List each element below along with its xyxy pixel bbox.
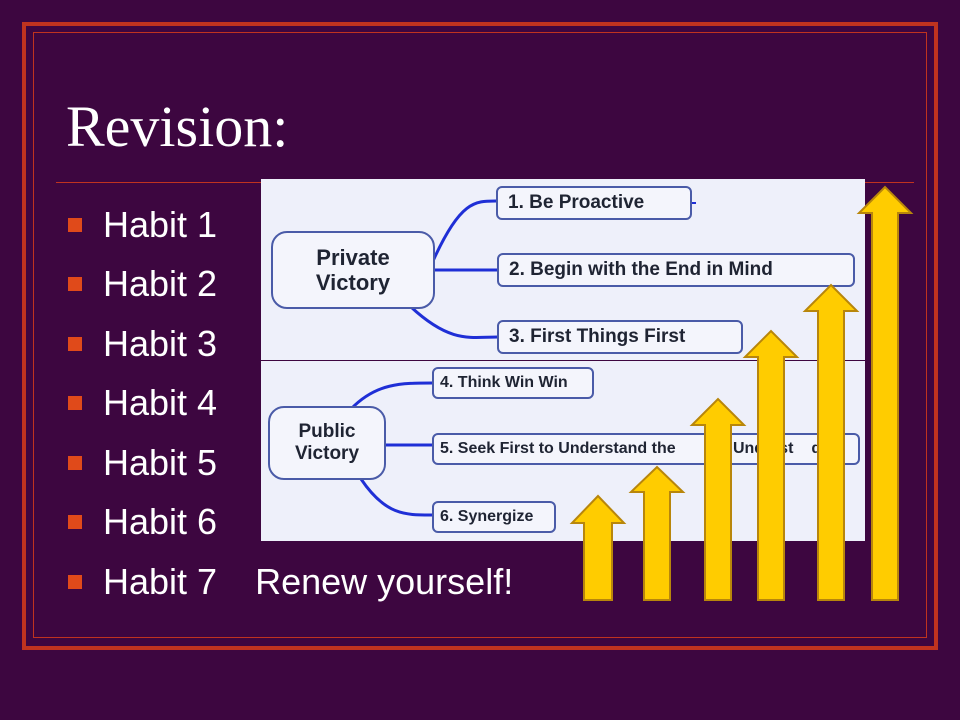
arrow-up-icon	[802, 283, 860, 601]
bullet-square-icon	[68, 515, 82, 530]
branch-be-proactive: 1. Be Proactive	[496, 186, 692, 220]
habit-label: Habit 2	[103, 263, 218, 305]
arrow-up-icon	[569, 494, 627, 601]
bullet-square-icon	[68, 336, 82, 351]
habit-label: Habit 6	[103, 501, 218, 543]
bullet-square-icon	[68, 574, 82, 589]
renew-yourself-text: Renew yourself!	[255, 560, 514, 602]
habit-label: Habit 7	[103, 560, 218, 602]
arrow-up-icon	[628, 465, 686, 601]
private-victory-node: Private Victory	[271, 231, 435, 309]
branch-think-win-win: 4. Think Win Win	[432, 367, 594, 399]
habit-item: Habit 4	[68, 374, 513, 434]
seek-first-text: 5. Seek First to Understand the	[440, 440, 676, 457]
private-connectors	[409, 199, 696, 340]
bullet-square-icon	[68, 455, 82, 470]
slide-title: Revision:	[66, 94, 289, 159]
habit-label: Habit 1	[103, 203, 218, 245]
branch-seek-first: 5. Seek First to Understand the e Unders…	[432, 433, 860, 465]
bullet-square-icon	[68, 217, 82, 232]
branch-begin-with-end: 2. Begin with the End in Mind	[497, 253, 855, 287]
habit-label: Habit 3	[103, 322, 218, 364]
habit-label: Habit 5	[103, 441, 218, 483]
private-victory-map: Private Victory 1. Be Proactive 2. Begin…	[261, 179, 865, 360]
habit-item: Habit 6	[68, 493, 513, 553]
arrow-up-icon	[856, 185, 914, 601]
bullet-square-icon	[68, 396, 82, 411]
public-victory-node: Public Victory	[268, 406, 386, 480]
habit-item: Habit 3	[68, 314, 513, 374]
slide-frame-inner	[33, 32, 927, 638]
habit-label: Habit 4	[103, 382, 218, 424]
branch-synergize: 6. Synergize	[432, 501, 556, 533]
habit-list: Habit 1 Habit 2 Habit 3 Habit 4 Habit 5 …	[68, 195, 513, 612]
slide-frame-outer	[22, 22, 938, 650]
seek-first-text-end: d	[811, 440, 822, 457]
branch-first-things-first: 3. First Things First	[497, 320, 743, 354]
arrow-up-icon	[689, 397, 747, 601]
bullet-square-icon	[68, 277, 82, 292]
habit-item: Habit 2	[68, 255, 513, 315]
habit-item: Habit 5	[68, 433, 513, 493]
habit-item: Habit 1	[68, 195, 513, 255]
habit-item: Habit 7 Renew yourself!	[68, 552, 513, 612]
arrow-up-icon	[742, 329, 800, 601]
public-connectors	[349, 381, 434, 517]
